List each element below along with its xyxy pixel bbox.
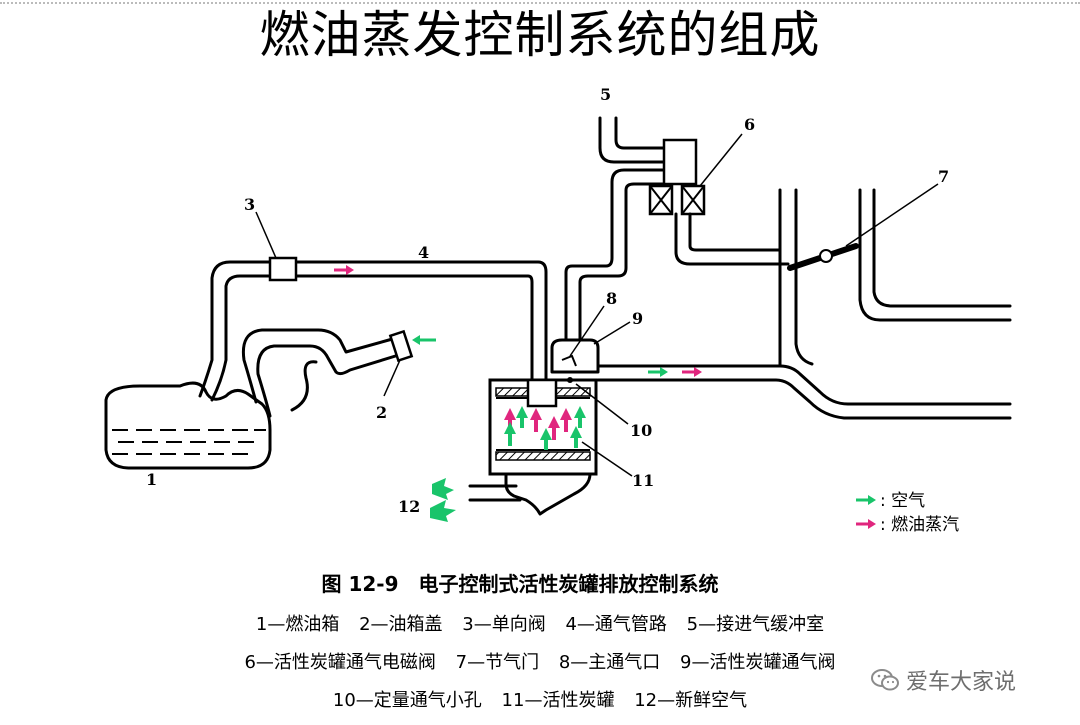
caption-item: 4—通气管路 (565, 614, 667, 635)
purge-flow-arrows (648, 367, 702, 377)
label-12: 12 (398, 497, 420, 516)
label-10: 10 (630, 421, 652, 440)
caption-line-1: 1—燃油箱 2—油箱盖 3—单向阀 4—通气管路 5—接进气缓冲室 (0, 610, 1080, 636)
caption-line-3: 10—定量通气小孔 11—活性炭罐 12—新鲜空气 (0, 686, 1080, 712)
label-5: 5 (600, 85, 611, 104)
label-7: 7 (938, 167, 949, 186)
legend-air: : 空气 (856, 491, 925, 511)
svg-text:: 燃油蒸汽: : 燃油蒸汽 (880, 515, 959, 535)
caption-item: 12—新鲜空气 (634, 690, 748, 711)
top-divider (0, 2, 1080, 4)
caption-item: 5—接进气缓冲室 (686, 614, 825, 635)
wechat-icon (871, 669, 899, 691)
caption-item: 11—活性炭罐 (501, 690, 615, 711)
svg-text:: 空气: : 空气 (880, 491, 925, 511)
watermark-text: 爱车大家说 (906, 670, 1017, 695)
figure-caption-title: 图 12-9 电子控制式活性炭罐排放控制系统 (321, 572, 719, 596)
fuel-tank (104, 381, 272, 470)
caption-line-2: 6—活性炭罐通气电磁阀 7—节气门 8—主通气口 9—活性炭罐通气阀 (0, 648, 1080, 674)
label-9: 9 (632, 309, 643, 328)
watermark: 爱车大家说 (870, 664, 1016, 696)
surge-chamber-line (598, 116, 678, 164)
legend-vapor: : 燃油蒸汽 (856, 515, 959, 535)
throttle-body (778, 188, 1012, 368)
air-arrow-cap (412, 335, 436, 345)
purge-line (564, 168, 1012, 420)
filler-neck (241, 328, 404, 418)
page-title: 燃油蒸发控制系统的组成 (259, 6, 821, 64)
charcoal-canister (488, 378, 598, 516)
fuel-cap (388, 329, 414, 363)
canister-flow-arrows (504, 406, 586, 450)
caption-item: 10—定量通气小孔 (332, 690, 482, 711)
caption-item: 8—主通气口 (558, 652, 661, 673)
caption-item: 3—单向阀 (462, 614, 546, 635)
purge-solenoid-valve (648, 138, 790, 266)
check-valve (268, 256, 298, 282)
fresh-air-arrows (430, 478, 456, 522)
label-8: 8 (606, 289, 617, 308)
label-2: 2 (376, 403, 387, 422)
label-11: 11 (632, 471, 654, 490)
caption-item: 2—油箱盖 (359, 614, 443, 635)
legend: : 空气 : 燃油蒸汽 (856, 491, 959, 535)
label-3: 3 (244, 195, 255, 214)
label-4: 4 (418, 243, 429, 262)
caption-item: 6—活性炭罐通气电磁阀 (244, 652, 436, 673)
caption-item: 7—节气门 (455, 652, 540, 673)
caption-item: 1—燃油箱 (255, 614, 340, 635)
vent-line-4 (198, 260, 548, 402)
vent-valve (550, 338, 600, 383)
label-6: 6 (744, 115, 755, 134)
caption-item: 9—活性炭罐通气阀 (680, 652, 836, 673)
vapor-arrow-line4 (334, 265, 354, 275)
label-1: 1 (146, 470, 157, 489)
leader-lines (255, 133, 939, 477)
